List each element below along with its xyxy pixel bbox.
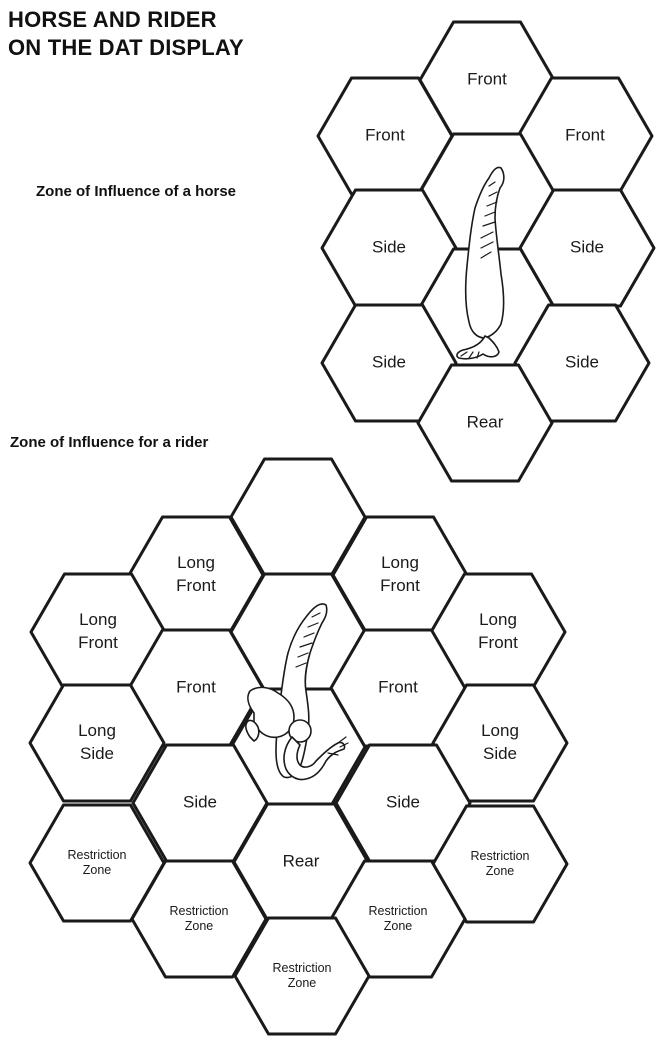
horse-hex-front-right: Front (516, 76, 654, 196)
rider-hex-label: Front (478, 633, 518, 652)
rider-hex-label: Front (378, 677, 418, 696)
horse-hex-label: Side (372, 237, 406, 256)
rider-hex-label: Long (481, 721, 519, 740)
rider-hex-label: Front (176, 677, 216, 696)
rider-hex-label: Side (386, 792, 420, 811)
rider-zone-caption: Zone of Influence for a rider (10, 434, 209, 451)
horse-hex-side-lower-left: Side (320, 303, 458, 423)
horse-hex-label: Front (565, 125, 605, 144)
rider-hex-label: Zone (83, 863, 112, 877)
horse-hex-label: Side (372, 352, 406, 371)
rider-hex-label: Front (78, 633, 118, 652)
rider-hex-outline (233, 916, 371, 1036)
page-title: HORSE AND RIDER ON THE DAT DISPLAY (8, 6, 244, 62)
rider-hex-label: Restriction (272, 961, 331, 975)
rider-hex-label: Rear (283, 851, 320, 870)
horse-hex-outline (320, 303, 458, 423)
horse-zone-caption: Zone of Influence of a horse (36, 183, 237, 200)
rider-hex-label: Long (381, 553, 419, 572)
horse-hex-rear: Rear (416, 363, 554, 483)
horse-hex-label: Side (570, 237, 604, 256)
rider-hex-label: Long (177, 553, 215, 572)
rider-hex-label: Restriction (67, 848, 126, 862)
rider-hex-label: Long (78, 721, 116, 740)
horse-hex-front-top: Front (418, 20, 556, 140)
rider-hex-label: Side (483, 744, 517, 763)
horse-hex-label: Front (467, 69, 507, 88)
rider-hex-label: Restriction (169, 904, 228, 918)
horse-and-rider-icon (245, 603, 349, 781)
title-line-1: HORSE AND RIDER (8, 7, 217, 32)
horse-icon (456, 166, 505, 360)
rider-hex-outline (130, 859, 268, 979)
rider-hex-label: Zone (185, 919, 214, 933)
rider-hex-label: Restriction (470, 849, 529, 863)
horse-hex-label: Side (565, 352, 599, 371)
rider-hex-label: Front (380, 576, 420, 595)
horse-hex-label: Front (365, 125, 405, 144)
rider-hex-label: Front (176, 576, 216, 595)
rider-hex-label: Zone (486, 864, 515, 878)
rider-hex-label: Zone (384, 919, 413, 933)
horse-hex-outline (416, 363, 554, 483)
rider-hex-outline (28, 683, 166, 803)
rider-hex-outline (431, 804, 569, 924)
rider-zone-grid: LongFrontLongFrontLongFrontLongFrontFron… (28, 457, 569, 1036)
rider-hex-label: Zone (288, 976, 317, 990)
horse-hex-side-upper-right: Side (518, 188, 656, 308)
rider-hex-label: Long (479, 610, 517, 629)
rider-hex-label: Long (79, 610, 117, 629)
horse-hex-label: Rear (467, 412, 504, 431)
title-line-2: ON THE DAT DISPLAY (8, 35, 244, 60)
rider-hex-label: Restriction (368, 904, 427, 918)
rider-hex-label: Side (183, 792, 217, 811)
rider-hex-label: Side (80, 744, 114, 763)
